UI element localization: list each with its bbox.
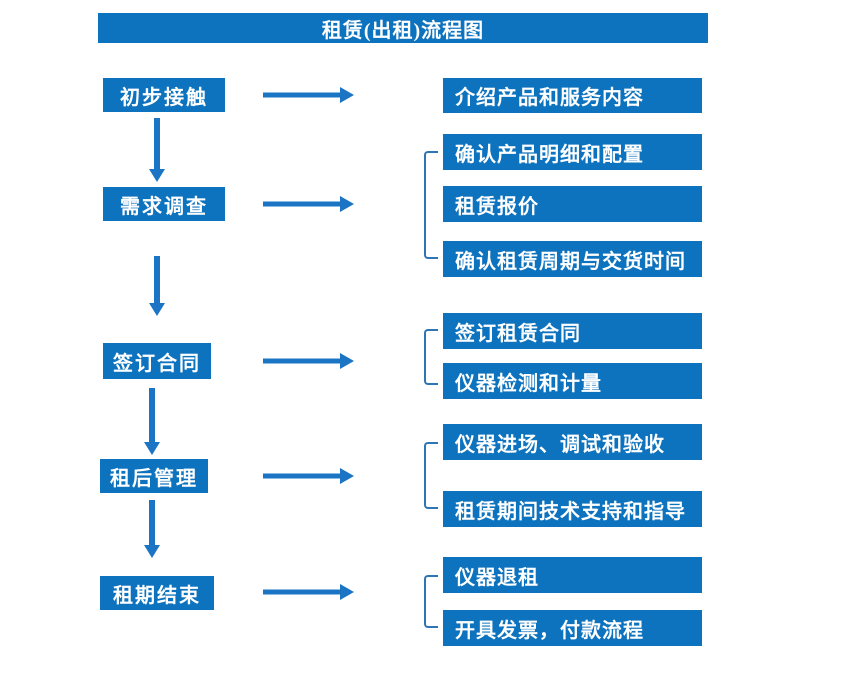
- detail-box-sign-rental-contract: 签订租赁合同: [443, 313, 702, 349]
- right-arrow-icon: [263, 196, 354, 212]
- down-arrow-icon: [149, 256, 165, 316]
- step-box-initial-contact: 初步接触: [103, 78, 225, 112]
- right-arrow-icon: [263, 87, 354, 103]
- detail-box-confirm-product-details: 确认产品明细和配置: [443, 134, 702, 170]
- detail-box-rental-quote: 租赁报价: [443, 186, 702, 222]
- right-arrow-icon: [263, 584, 354, 600]
- step-box-sign-contract: 签订合同: [103, 343, 211, 379]
- down-arrow-icon: [149, 118, 165, 182]
- down-arrow-icon: [144, 388, 160, 455]
- detail-box-rental-tech-support: 租赁期间技术支持和指导: [443, 491, 702, 527]
- group-bracket: [424, 442, 438, 509]
- detail-box-invoice-payment: 开具发票，付款流程: [443, 610, 702, 646]
- title-bar: 租赁(出租)流程图: [98, 13, 708, 43]
- group-bracket: [424, 575, 438, 628]
- page-title: 租赁(出租)流程图: [321, 19, 485, 42]
- right-arrow-icon: [263, 353, 354, 369]
- step-box-post-rental-management: 租后管理: [100, 459, 208, 493]
- detail-box-instrument-return: 仪器退租: [443, 557, 702, 593]
- detail-box-confirm-period-delivery: 确认租赁周期与交货时间: [443, 241, 702, 277]
- right-arrow-icon: [263, 468, 354, 484]
- detail-box-introduce-products: 介绍产品和服务内容: [443, 78, 702, 113]
- down-arrow-icon: [144, 500, 160, 558]
- group-bracket: [424, 329, 438, 385]
- detail-box-instrument-setup-acceptance: 仪器进场、调试和验收: [443, 424, 702, 460]
- detail-box-instrument-inspection: 仪器检测和计量: [443, 363, 702, 399]
- group-bracket: [424, 151, 438, 259]
- step-box-demand-survey: 需求调查: [103, 187, 225, 221]
- step-box-rental-end: 租期结束: [100, 576, 214, 610]
